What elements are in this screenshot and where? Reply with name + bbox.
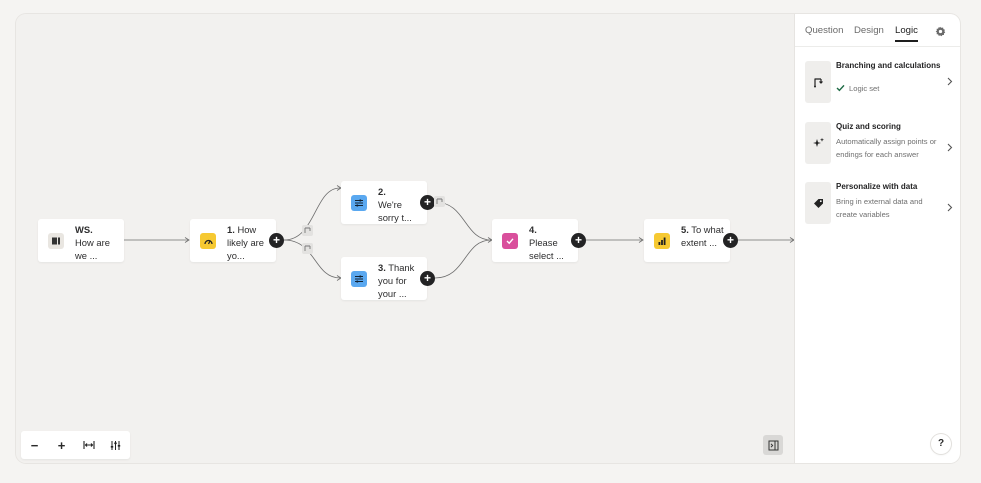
sparkle-icon [805, 122, 831, 164]
panel-tabs: Question Design Logic [795, 14, 960, 47]
node-text: How likely are yo... [227, 224, 264, 261]
bar-chart-icon [654, 233, 670, 249]
branch-logic-icon[interactable] [302, 243, 313, 254]
node-text: How are we ... [75, 237, 110, 261]
checkbox-icon [502, 233, 518, 249]
zoom-out-button[interactable]: − [30, 437, 39, 453]
branching-icon [805, 61, 831, 103]
flow-node-2[interactable]: 2. We're sorry t... [341, 181, 427, 224]
flow-node-welcome-screen[interactable]: WS. How are we ... [38, 219, 124, 262]
add-after-node-4-button[interactable]: + [571, 233, 586, 248]
statement-icon [351, 195, 367, 211]
chevron-right-icon [947, 139, 953, 157]
node-text: We're sorry t... [378, 199, 412, 223]
tab-question[interactable]: Question [805, 25, 844, 36]
edge-3-to-4 [434, 239, 492, 279]
chevron-right-icon [947, 73, 953, 91]
logic-card-personalize[interactable]: Personalize with data Bring in external … [805, 182, 955, 226]
card-description: Bring in external data and create variab… [836, 197, 923, 219]
logic-card-quiz-scoring[interactable]: Quiz and scoring Automatically assign po… [805, 122, 955, 166]
node-number: WS. [75, 224, 93, 235]
node-text: To what extent ... [681, 224, 724, 248]
flow-node-3[interactable]: 3. Thank you for your ... [341, 257, 427, 300]
rating-gauge-icon [200, 233, 216, 249]
flow-canvas[interactable]: WS. How are we ... 1. How likely are yo..… [16, 14, 794, 463]
flow-node-4[interactable]: 4. Please select ... [492, 219, 578, 262]
panel-collapse-icon [768, 440, 778, 450]
card-title: Branching and calculations [836, 61, 941, 70]
chevron-right-icon [947, 199, 953, 217]
node-number: 3. [378, 262, 386, 273]
settings-panel: Question Design Logic Branching and calc… [794, 14, 960, 463]
fit-to-screen-button[interactable] [75, 431, 102, 459]
app-window: WS. How are we ... 1. How likely are yo..… [16, 14, 960, 463]
edge-arrow [184, 237, 190, 243]
flow-node-5[interactable]: 5. To what extent ... [644, 219, 730, 262]
edge-arrow [638, 237, 644, 243]
statement-icon [351, 271, 367, 287]
tab-design[interactable]: Design [854, 25, 884, 36]
flow-node-1[interactable]: 1. How likely are yo... [190, 219, 276, 262]
zoom-toolbar: − + [21, 431, 130, 459]
edge-1-to-3 [283, 239, 341, 279]
add-after-node-3-button[interactable]: + [420, 271, 435, 286]
node-number: 5. [681, 224, 689, 235]
branch-logic-icon[interactable] [302, 225, 313, 236]
zoom-in-button[interactable]: + [57, 437, 66, 453]
layout-settings-button[interactable] [102, 431, 129, 459]
edge-arrow [789, 237, 794, 243]
welcome-screen-icon [48, 233, 64, 249]
check-icon [836, 84, 845, 97]
add-after-node-5-button[interactable]: + [723, 233, 738, 248]
gear-icon[interactable] [935, 24, 946, 42]
node-number: 2. [378, 186, 386, 197]
card-description: Automatically assign points or endings f… [836, 137, 937, 159]
sliders-icon [110, 440, 121, 450]
toggle-panel-button[interactable] [763, 435, 783, 455]
card-title: Quiz and scoring [836, 122, 901, 131]
card-title: Personalize with data [836, 182, 918, 191]
edge-1-to-2 [283, 187, 341, 241]
node-number: 1. [227, 224, 235, 235]
edge-2-to-4 [434, 201, 492, 241]
node-text: Thank you for your ... [378, 262, 415, 299]
help-button[interactable]: ? [931, 434, 951, 454]
logic-card-branching[interactable]: Branching and calculations Logic set [805, 61, 955, 105]
node-text: Please select ... [529, 237, 564, 261]
fit-width-icon [82, 441, 95, 449]
add-after-node-2-button[interactable]: + [420, 195, 435, 210]
node-number: 4. [529, 224, 537, 235]
add-after-node-1-button[interactable]: + [269, 233, 284, 248]
branch-logic-icon[interactable] [434, 196, 445, 207]
logic-status-text: Logic set [849, 84, 880, 93]
tag-icon [805, 182, 831, 224]
tab-logic[interactable]: Logic [895, 25, 918, 42]
